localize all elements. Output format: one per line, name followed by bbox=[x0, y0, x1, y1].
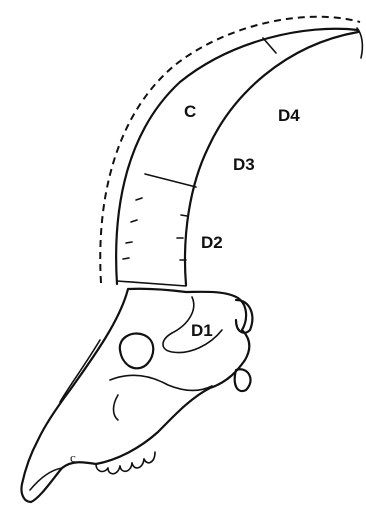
eye-socket bbox=[120, 333, 153, 368]
label-d4: D4 bbox=[278, 106, 300, 125]
divider-d3-d2 bbox=[145, 174, 196, 187]
growth-ring-ticks bbox=[123, 198, 187, 260]
zygomatic-line bbox=[110, 375, 212, 390]
nasal-line bbox=[60, 340, 100, 402]
divider-d2-d1 bbox=[117, 281, 186, 286]
label-muzzle-c: c bbox=[70, 450, 76, 465]
divider-d4-d3 bbox=[263, 38, 276, 53]
label-d2: D2 bbox=[201, 233, 223, 252]
label-d3: D3 bbox=[233, 155, 255, 174]
label-sheath-c: C bbox=[184, 102, 196, 121]
maxilla-line bbox=[114, 395, 119, 420]
condyle-bump bbox=[235, 369, 251, 391]
sheath-outline-dashed bbox=[100, 17, 360, 283]
label-d1: D1 bbox=[191, 321, 213, 340]
